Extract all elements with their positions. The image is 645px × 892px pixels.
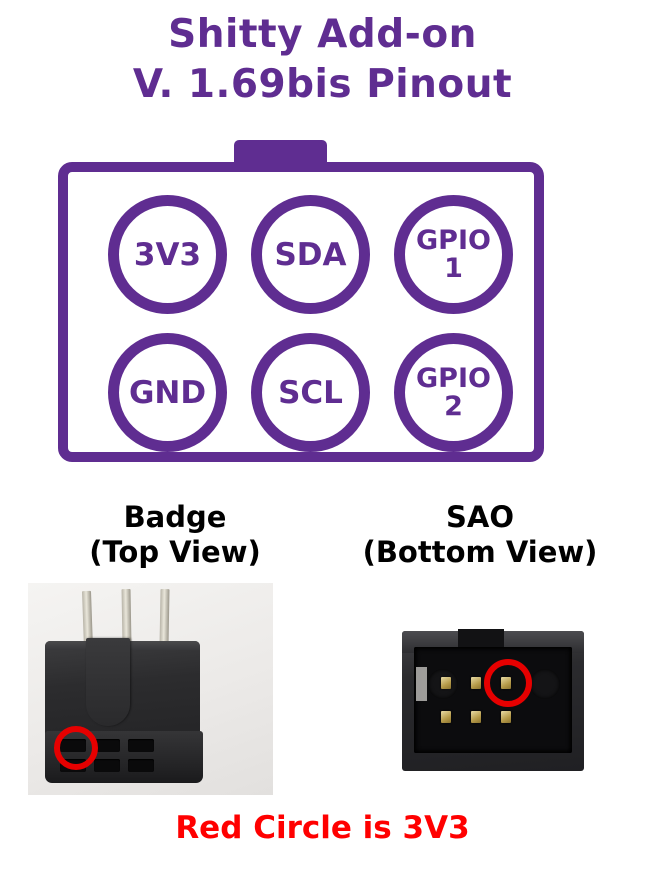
red-circle-legend: Red Circle is 3V3: [175, 810, 470, 846]
sao-pin-r0-c0: [441, 677, 451, 689]
badge-pin-2: [121, 588, 132, 646]
sao-3v3-highlight-circle-icon: [484, 659, 532, 707]
pin-label-scl: SCL: [278, 374, 343, 411]
pin-label-gpio-1: GPIO 1: [416, 224, 491, 284]
sao-caption-line-2: (Bottom View): [362, 535, 598, 569]
badge-hole-r1-c2: [128, 759, 154, 772]
pin-label-gnd: GND: [128, 374, 207, 411]
title-line-1: Shitty Add-on: [168, 12, 477, 57]
sao-pin-r1-c1: [471, 711, 481, 723]
connector-pinout-diagram: 3V3 SDA GPIO 1 GND SCL GPIO 2: [53, 140, 563, 480]
pin-gnd: GND: [108, 333, 227, 452]
pin-sda: SDA: [251, 195, 370, 314]
badge-hole-r0-c1: [94, 739, 120, 752]
sao-connector-photo: [380, 615, 605, 795]
badge-hole-r1-c1: [94, 759, 120, 772]
badge-connector-photo: [28, 583, 273, 795]
pin-gpio-2: GPIO 2: [394, 333, 513, 452]
sao-inner-recess-right: [530, 669, 560, 699]
pin-label-3v3: 3V3: [133, 236, 202, 273]
connector-pin-grid: 3V3 SDA GPIO 1 GND SCL GPIO 2: [58, 162, 544, 462]
sao-caption-line-1: SAO: [446, 500, 514, 534]
badge-hole-r0-c2: [128, 739, 154, 752]
badge-3v3-highlight-circle-icon: [54, 726, 98, 770]
sao-inner-left-tab: [416, 667, 427, 701]
sao-photo-caption: SAO (Bottom View): [335, 500, 625, 570]
sao-pin-r1-c0: [441, 711, 451, 723]
pin-label-gpio-2: GPIO 2: [416, 362, 491, 422]
sao-pin-r0-c1: [471, 677, 481, 689]
pin-gpio-1: GPIO 1: [394, 195, 513, 314]
badge-photo-caption: Badge (Top View): [35, 500, 315, 570]
pin-3v3: 3V3: [108, 195, 227, 314]
badge-caption-line-2: (Top View): [89, 535, 261, 569]
badge-caption-line-1: Badge: [123, 500, 227, 534]
page-title: Shitty Add-on V. 1.69bis Pinout: [0, 10, 645, 110]
badge-pin-3: [159, 588, 170, 648]
badge-center-tab: [86, 638, 130, 726]
pin-label-sda: SDA: [274, 236, 347, 273]
title-line-2: V. 1.69bis Pinout: [132, 62, 513, 107]
sao-pin-r1-c2: [501, 711, 511, 723]
pin-scl: SCL: [251, 333, 370, 452]
